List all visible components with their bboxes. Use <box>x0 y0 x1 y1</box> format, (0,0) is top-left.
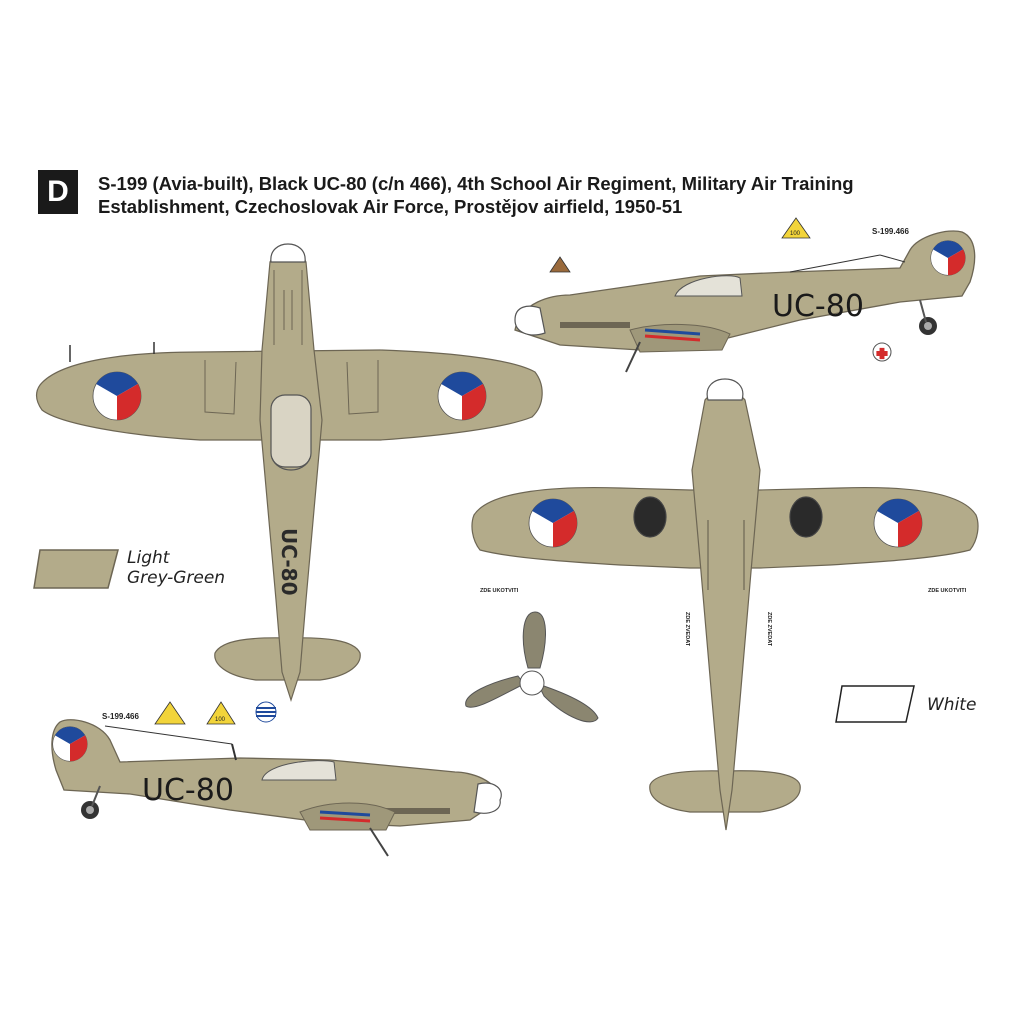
profile-letter-badge: D <box>38 170 78 214</box>
fuel-octane-label: 100 <box>790 231 801 237</box>
side-view-port <box>51 719 502 857</box>
port-octane-triangle-icon <box>206 701 236 725</box>
side-view-port-serial: S-199.466 <box>102 712 139 721</box>
oil-warning-triangle-icon <box>549 256 571 273</box>
side-view-port-fin-flag <box>52 726 88 762</box>
underside-view <box>471 393 979 831</box>
underside-spinner <box>706 378 744 401</box>
top-view-left-roundel <box>92 371 142 421</box>
oxygen-marking-icon <box>255 701 277 723</box>
profile-caption: S-199 (Avia-built), Black UC-80 (c/n 466… <box>98 172 998 218</box>
top-view-spinner <box>270 243 306 263</box>
top-view-fuselage <box>259 253 323 702</box>
top-view-right-roundel <box>437 371 487 421</box>
port-fuel-warning-triangle-icon <box>154 701 186 725</box>
fuel-warning-triangle-icon <box>781 217 811 239</box>
side-view-starboard-serial: S-199.466 <box>872 227 909 236</box>
lift-point-stencil-right: ZDE ZVEDAT <box>766 612 772 647</box>
tie-down-stencil-left: ZDE UKOTVITI <box>480 588 519 594</box>
side-view-starboard <box>514 230 976 373</box>
caption-line-1: S-199 (Avia-built), Black UC-80 (c/n 466… <box>98 173 854 194</box>
first-aid-cross-icon <box>872 342 892 362</box>
legend-label-white-text: White <box>927 695 977 715</box>
legend-label-line-2: Grey-Green <box>127 568 226 588</box>
port-fuel-octane-label: 100 <box>215 717 226 723</box>
legend-label-line-1: Light <box>127 548 170 568</box>
side-view-port-code: UC-80 <box>142 773 234 808</box>
lift-point-stencil-left: ZDE ZVEDAT <box>684 612 690 647</box>
side-view-starboard-fin-flag <box>930 240 966 276</box>
tie-down-stencil-right: ZDE UKOTVITI <box>928 588 967 594</box>
legend-label-white: White <box>927 695 976 715</box>
caption-line-2: Establishment, Czechoslovak Air Force, P… <box>98 196 683 217</box>
legend-swatch-light-grey-green <box>33 549 119 589</box>
side-view-starboard-code: UC-80 <box>772 289 864 324</box>
legend-swatch-white <box>835 685 915 723</box>
underside-right-roundel <box>873 498 923 548</box>
top-view-wing-code: UC-80 <box>277 528 301 596</box>
legend-label-light-grey-green: Light Grey-Green <box>127 548 225 588</box>
underside-left-roundel <box>528 498 578 548</box>
propeller-front-view <box>465 611 599 723</box>
top-view-antennas <box>69 342 155 362</box>
top-view <box>35 253 543 702</box>
